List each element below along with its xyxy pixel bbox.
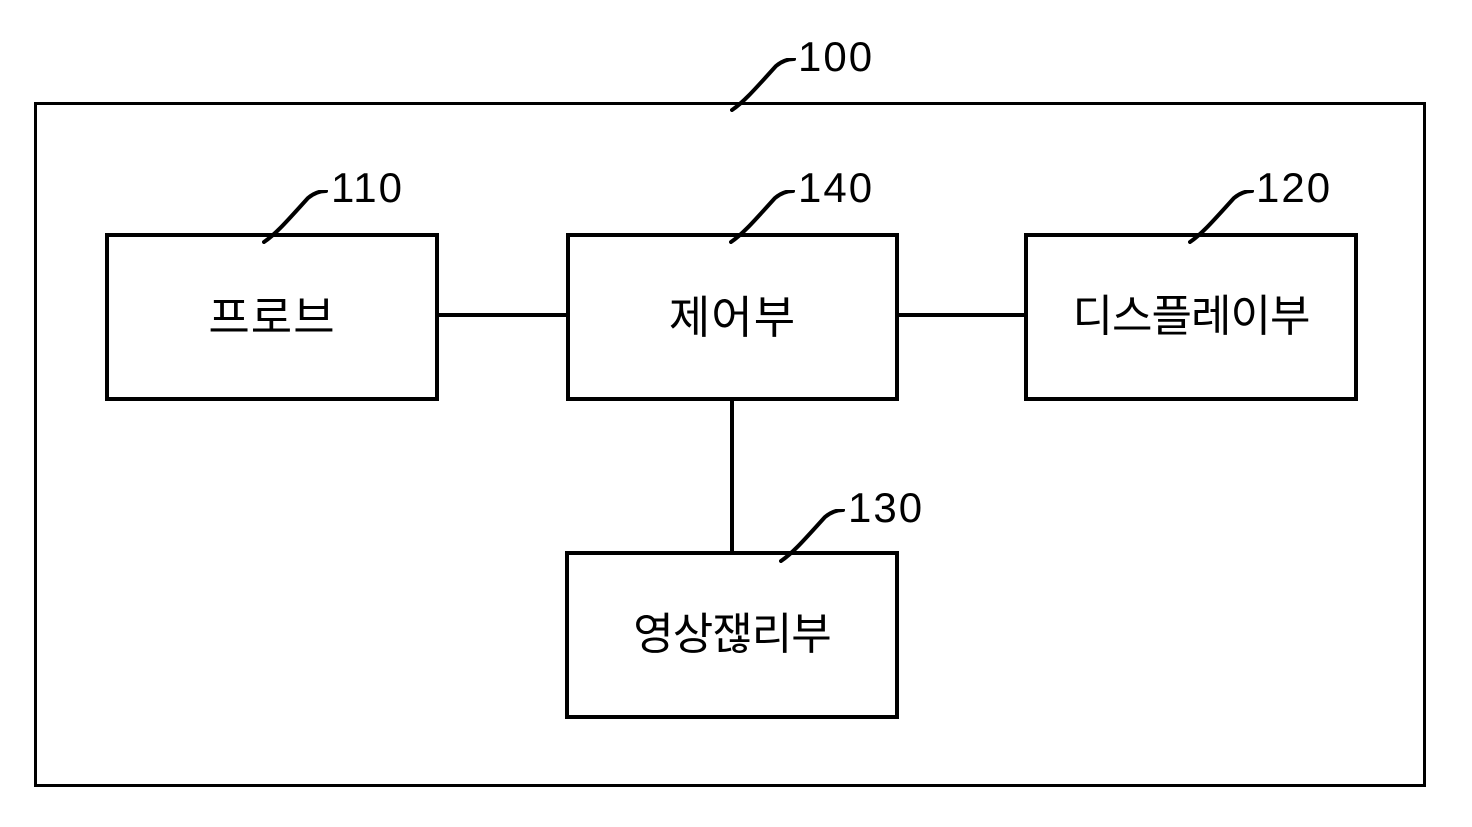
connector-control-to-display <box>897 313 1026 317</box>
callout-100-leader-line <box>730 57 810 117</box>
display-unit-block-label: 디스플레이부 <box>1072 292 1311 341</box>
callout-110-label: 110 <box>331 164 404 211</box>
callout-140-label: 140 <box>798 164 875 211</box>
connector-probe-to-control <box>438 313 568 317</box>
control-unit-block[interactable]: 제어부 <box>566 233 901 403</box>
callout-120-label: 120 <box>1256 164 1333 211</box>
callout-120-leader-line <box>1188 189 1268 249</box>
callout-140-leader-line <box>729 189 809 249</box>
image-processing-unit-block[interactable]: 영상잲리부 <box>565 551 901 721</box>
display-unit-block[interactable]: 디스플레이부 <box>1024 233 1360 403</box>
callout-100-label: 100 <box>798 33 875 80</box>
control-unit-block-label: 제어부 <box>668 291 797 343</box>
probe-block-label: 프로브 <box>208 291 336 343</box>
image-processing-unit-block-label: 영상잲리부 <box>633 610 831 659</box>
system-enclosure-100 <box>34 102 1426 787</box>
probe-block[interactable]: 프로브 <box>105 233 441 403</box>
connector-control-to-image-processing <box>730 399 734 553</box>
callout-130-label: 130 <box>848 484 925 531</box>
callout-110-leader-line <box>262 189 342 249</box>
callout-130-leader-line <box>779 508 859 568</box>
